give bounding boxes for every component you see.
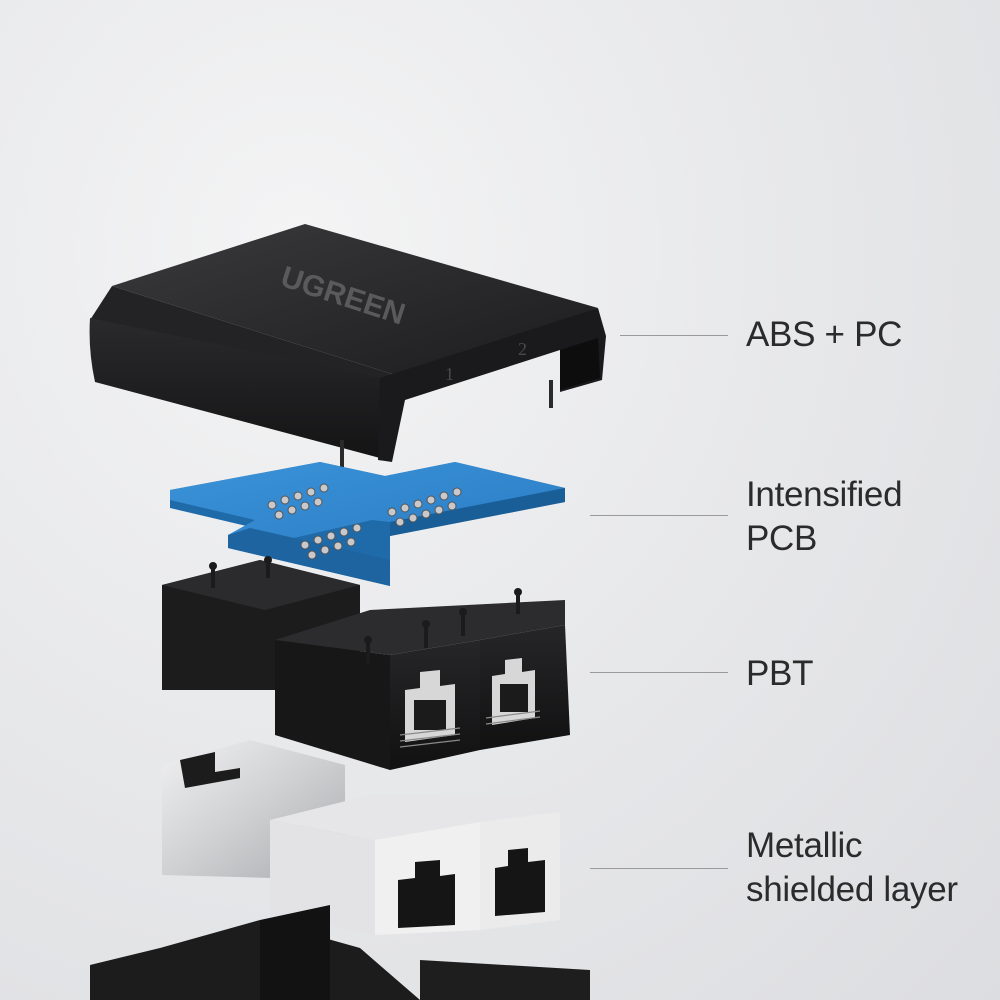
leader-line-pcb <box>590 515 728 516</box>
leader-line-pbt <box>590 672 728 673</box>
leader-line-shield <box>590 868 728 869</box>
leader-line-abs-pc <box>620 335 728 336</box>
label-pcb-line-1: Intensified <box>746 475 903 514</box>
label-pcb-line-2: PCB <box>746 519 818 558</box>
port-number-2: 2 <box>518 339 527 359</box>
label-metallic-shield: Metallic shielded layer <box>746 824 958 912</box>
pcb-board <box>170 462 565 586</box>
top-cover: UGREEN 1 2 <box>89 224 606 470</box>
label-pbt-line-1: PBT <box>746 654 814 693</box>
label-abs-pc-line-1: ABS + PC <box>746 315 903 354</box>
metal-shield <box>162 740 560 935</box>
label-abs-pc: ABS + PC <box>746 313 902 357</box>
label-pbt: PBT <box>746 652 813 696</box>
port-number-1: 1 <box>445 364 454 384</box>
label-shield-line-1: Metallic <box>746 826 863 865</box>
pbt-housing <box>162 556 570 770</box>
bottom-case <box>90 905 590 1000</box>
label-shield-line-2: shielded layer <box>746 870 958 909</box>
label-intensified-pcb: Intensified PCB <box>746 473 903 561</box>
